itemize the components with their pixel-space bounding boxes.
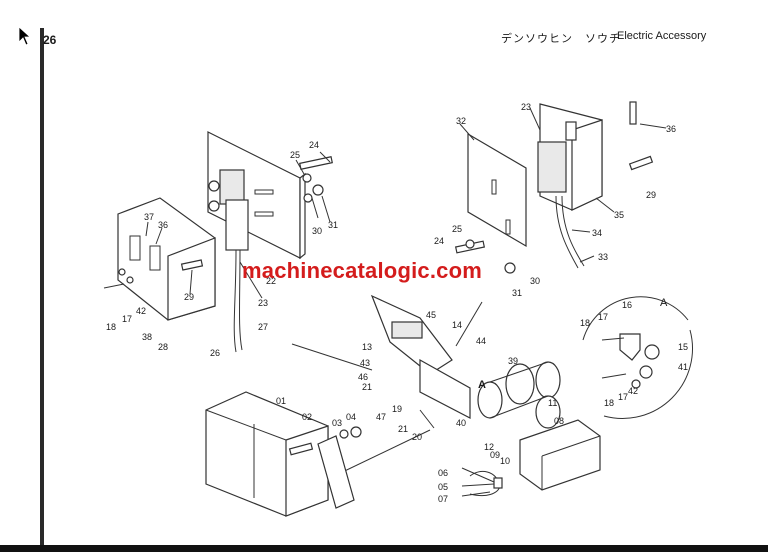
callout-26: 26 — [210, 348, 220, 358]
callout-15: 15 — [678, 342, 688, 352]
callout-04: 04 — [346, 412, 356, 422]
callout-44: 44 — [476, 336, 486, 346]
callout-42b: 42 — [628, 386, 638, 396]
callout-13: 13 — [362, 342, 372, 352]
callout-23a: 23 — [258, 298, 268, 308]
callout-14: 14 — [452, 320, 462, 330]
mouse-cursor-icon — [18, 26, 32, 50]
upper-left-mounting-plate — [207, 131, 306, 260]
right-bolts-and-washers — [454, 101, 654, 274]
callout-40: 40 — [456, 418, 466, 428]
control-box-mounting-bracket — [288, 426, 362, 509]
callout-43: 43 — [360, 358, 370, 368]
callout-08: 08 — [554, 416, 564, 426]
callout-07: 07 — [438, 494, 448, 504]
callout-21b: 21 — [398, 424, 408, 434]
callout-46: 46 — [358, 372, 368, 382]
page-title-english: Electric Accessory — [617, 30, 707, 42]
callout-detail-a-marker: A — [478, 379, 486, 391]
callout-16: 16 — [622, 300, 632, 310]
control-box — [205, 391, 329, 517]
center-boom-mechanism — [291, 294, 483, 479]
callout-38: 38 — [142, 332, 152, 342]
callout-24b: 24 — [434, 236, 444, 246]
callout-28: 28 — [158, 342, 168, 352]
callout-29a: 29 — [184, 292, 194, 302]
callout-31a: 31 — [328, 220, 338, 230]
callout-27: 27 — [258, 322, 268, 332]
leader-lines — [145, 107, 667, 497]
callout-21a: 21 — [362, 382, 372, 392]
callout-31b: 31 — [512, 288, 522, 298]
callout-12: 12 — [484, 442, 494, 452]
callout-47: 47 — [376, 412, 386, 422]
callout-labels: 24 25 31 30 37 36 29 22 23 18 17 42 38 2… — [106, 102, 688, 504]
page-title-japanese: デンソウヒン ソウチ — [501, 32, 621, 45]
base-block — [519, 419, 601, 491]
callout-25a: 25 — [290, 150, 300, 160]
callout-22: 22 — [266, 276, 276, 286]
callout-32: 32 — [456, 116, 466, 126]
callout-19: 19 — [392, 404, 402, 414]
callout-30a: 30 — [312, 226, 322, 236]
bottom-edge-bar — [0, 545, 768, 552]
callout-detail-a: A — [660, 297, 668, 309]
callout-24a: 24 — [309, 140, 319, 150]
callout-39: 39 — [508, 356, 518, 366]
callout-23b: 23 — [521, 102, 531, 112]
callout-34: 34 — [592, 228, 602, 238]
callout-42a: 42 — [136, 306, 146, 316]
callout-36a: 36 — [158, 220, 168, 230]
callout-17c: 17 — [618, 392, 628, 402]
detail-a-circle — [582, 296, 693, 419]
callout-09: 09 — [490, 450, 500, 460]
callout-10: 10 — [500, 456, 510, 466]
callout-17b: 17 — [598, 312, 608, 322]
callout-01: 01 — [276, 396, 286, 406]
watermark-text: machinecatalogic.com — [242, 258, 482, 283]
callout-36b: 36 — [666, 124, 676, 134]
left-l-bracket — [117, 197, 216, 321]
callout-45: 45 — [426, 310, 436, 320]
right-limit-switch — [537, 121, 577, 193]
callout-11: 11 — [548, 398, 557, 408]
callout-03: 03 — [332, 418, 342, 428]
left-limit-switch — [208, 169, 249, 251]
left-cable — [233, 249, 243, 353]
callout-18b: 18 — [580, 318, 590, 328]
callout-30b: 30 — [530, 276, 540, 286]
callout-06: 06 — [438, 468, 448, 478]
callout-35: 35 — [614, 210, 624, 220]
callout-33: 33 — [598, 252, 608, 262]
wire-harness-bottom — [469, 470, 503, 497]
callout-20: 20 — [412, 432, 422, 442]
page-number: 26 — [43, 33, 57, 47]
page-left-border — [40, 28, 44, 548]
callout-05: 05 — [438, 482, 448, 492]
drum-winch-assembly — [477, 361, 561, 429]
callout-41: 41 — [678, 362, 688, 372]
callout-25b: 25 — [452, 224, 462, 234]
right-mounting-plate — [467, 132, 527, 248]
callout-37: 37 — [144, 212, 154, 222]
callout-17a: 17 — [122, 314, 132, 324]
callout-29b: 29 — [646, 190, 656, 200]
callout-18a: 18 — [106, 322, 116, 332]
callout-18c: 18 — [604, 398, 614, 408]
callout-02: 02 — [302, 412, 312, 422]
left-bolts-and-washers — [103, 156, 333, 289]
